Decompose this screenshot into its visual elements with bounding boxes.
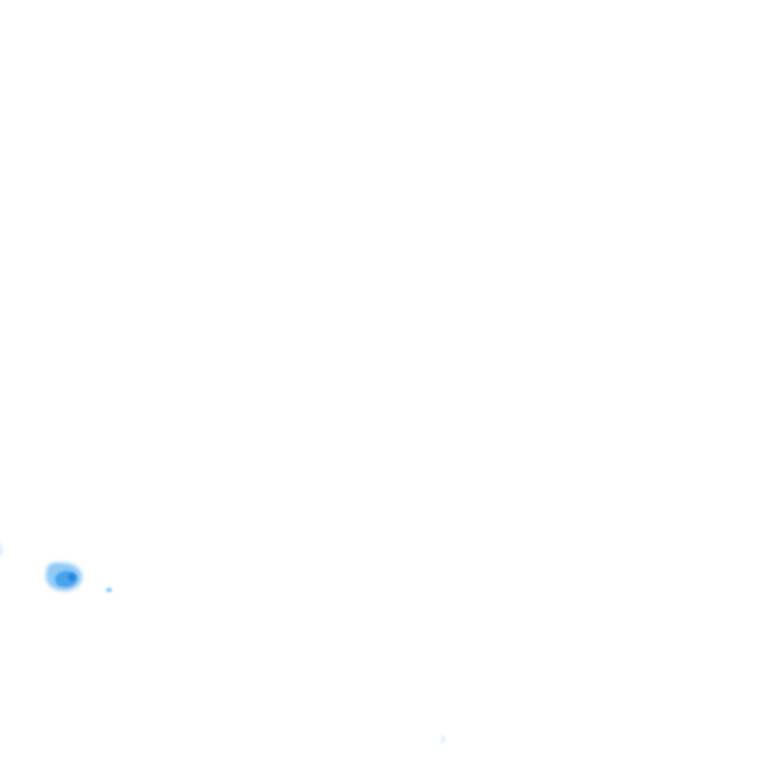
radar-echo-left-edge xyxy=(0,541,3,556)
radar-echo-main-cell xyxy=(46,563,82,591)
radar-echo-bottom-fleck xyxy=(441,733,445,744)
radar-echo-small-speck xyxy=(106,587,112,593)
